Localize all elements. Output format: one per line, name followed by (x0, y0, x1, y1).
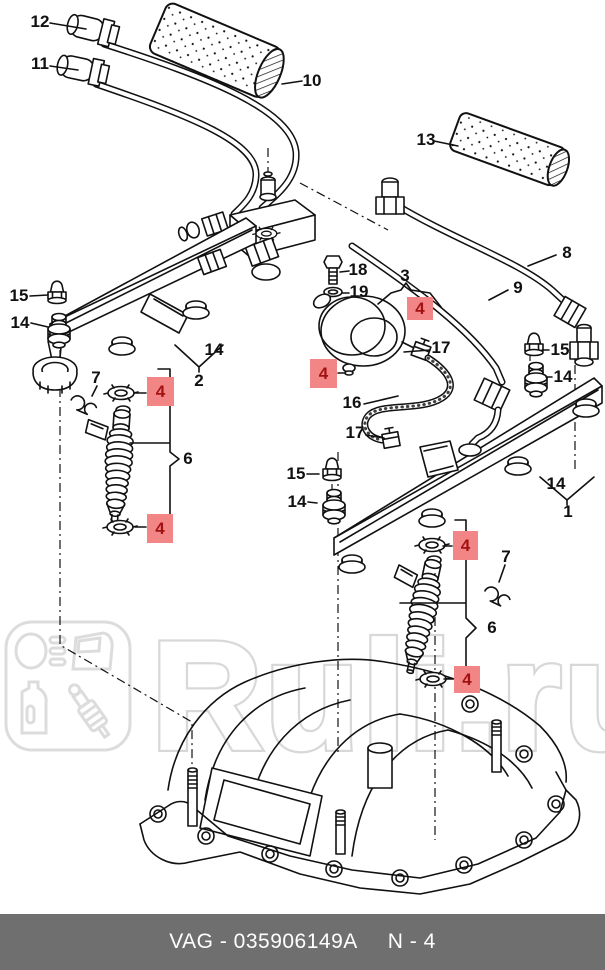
pressure-regulator-3 (312, 293, 419, 376)
manifold-stud (491, 719, 502, 773)
highlighted-part-callout-3[interactable]: 4 (407, 297, 433, 320)
footer-page-ref: N - 4 (387, 930, 436, 953)
hose-clamp-17-lower (381, 426, 401, 450)
highlighted-part-callout-4[interactable]: 4 (310, 359, 337, 388)
rail-end-stack (569, 323, 600, 418)
left-injector-group (68, 384, 139, 536)
intake-manifold (139, 658, 581, 895)
elbow-fitting (375, 177, 405, 215)
watermark-panel: Ruli.ru Ruli.ru (4, 607, 605, 785)
manifold-stud (335, 809, 346, 855)
hose-assembly-top-left (56, 2, 300, 218)
rail-end-flange (32, 335, 78, 394)
rail-holder-plate (419, 440, 459, 478)
leader-lines (29, 22, 595, 680)
o-ring-4-left-bottom (102, 518, 138, 536)
valve-14-right (524, 361, 548, 398)
footer-part-code: VAG - 035906149A (169, 930, 358, 953)
rail-feed-elbow (458, 377, 511, 457)
manifold-stub (367, 742, 393, 789)
filter-sleeve-10 (148, 2, 285, 99)
manifold-stud (187, 767, 198, 827)
block-top-valve (259, 171, 277, 202)
cap-nut-15-left (47, 280, 67, 305)
o-ring-4-right-top (414, 536, 450, 554)
highlighted-part-callout-6[interactable]: 4 (454, 666, 480, 693)
hex-union (553, 295, 587, 329)
left-fuel-rail (32, 217, 257, 394)
block-side-hex (200, 211, 230, 237)
watermark-oil-canister-icon (20, 680, 48, 735)
highlighted-part-callout-2[interactable]: 4 (147, 514, 173, 543)
cap-nut-15-center (322, 457, 342, 482)
o-ring-4-left-top (103, 384, 139, 402)
parts-diagram: Ruli.ru Ruli.ru (4, 2, 605, 895)
rail-inlet-hex (196, 248, 228, 276)
retaining-clip-7-left (68, 394, 99, 417)
filter-sleeve-13 (449, 112, 571, 187)
valve-14-center (322, 488, 346, 525)
watermark-headlight-icon (14, 632, 67, 670)
bolt-18 (323, 255, 343, 285)
cap-nut-15-right (524, 332, 544, 357)
banjo-fitting-11 (56, 54, 111, 88)
supply-pipe-assembly (348, 112, 587, 386)
watermark-car-door-icon (71, 631, 114, 671)
highlighted-part-callout-1[interactable]: 4 (147, 377, 174, 406)
valve-14-left (47, 312, 71, 349)
injector-6-left (78, 406, 137, 528)
right-fuel-rail (333, 323, 603, 574)
pressure-regulator-group (252, 226, 454, 450)
rail-bracket (140, 293, 189, 334)
banjo-fitting-12 (66, 13, 121, 48)
retaining-clip-7-right (482, 585, 513, 609)
highlighted-part-callout-5[interactable]: 4 (453, 531, 478, 560)
watermark-shock-absorber-icon (68, 683, 111, 740)
right-injector-group (374, 536, 513, 688)
footer-bar: VAG - 035906149A N - 4 (0, 914, 605, 970)
